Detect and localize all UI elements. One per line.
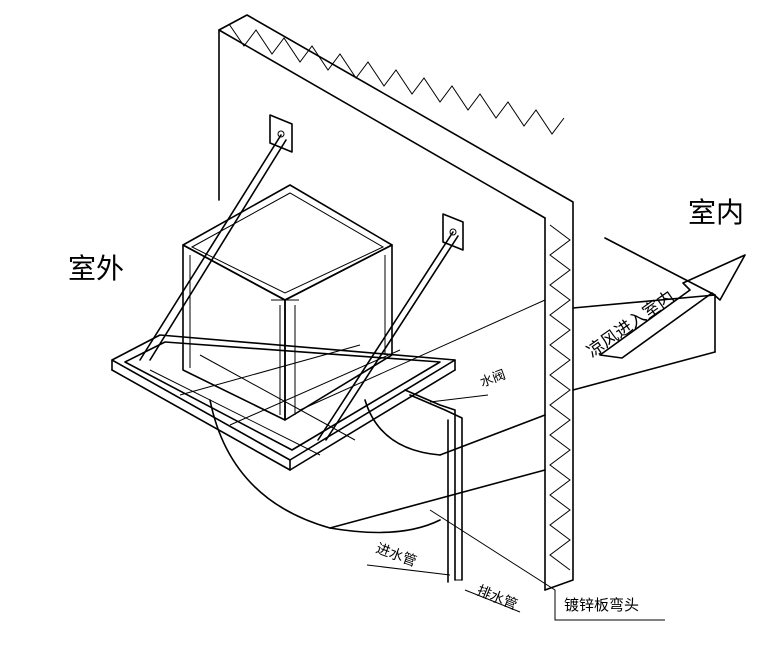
label-drain-pipe: 排水管 — [475, 583, 520, 614]
leader-water-valve — [429, 394, 489, 403]
airflow-arrow-icon — [599, 254, 746, 359]
air-cooler-unit — [182, 184, 393, 421]
wall-bracket-left — [269, 114, 293, 153]
label-indoor: 室内 — [688, 196, 744, 229]
label-water-valve: 水阀 — [478, 368, 508, 391]
label-inlet-pipe: 进水管 — [374, 541, 419, 570]
wall-bracket-right — [442, 213, 464, 251]
brick-wall — [218, 14, 574, 591]
leader-inlet-pipe — [366, 564, 451, 576]
label-outdoor: 室外 — [68, 252, 124, 285]
support-frame — [111, 334, 456, 471]
leader-drain-pipe — [464, 589, 521, 613]
water-pipes — [404, 389, 463, 583]
leader-elbow — [429, 509, 665, 621]
label-elbow: 镀锌板弯头 — [564, 596, 639, 614]
air-duct — [209, 237, 716, 534]
